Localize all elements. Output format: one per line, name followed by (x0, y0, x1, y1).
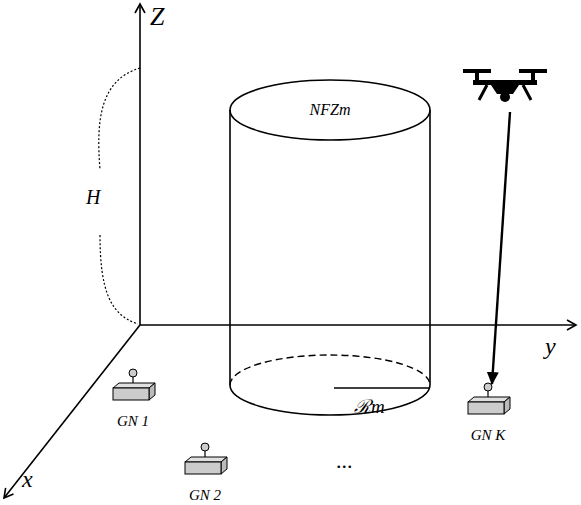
zone-name: NFZm (310, 101, 351, 119)
ground-node-icon (108, 368, 158, 408)
node-label: GN 1 (117, 413, 149, 430)
axis-label: y (545, 333, 556, 360)
no-fly-zone-cylinder: NFZmℛm (228, 78, 432, 418)
axis-label: Z (150, 2, 164, 32)
node-label: GN 2 (189, 487, 221, 504)
ground-node-icon (180, 442, 230, 482)
ground-node: GN 2 (180, 442, 230, 504)
uav-link-arrow (492, 112, 510, 384)
radius-label: ℛm (354, 393, 385, 419)
ground-node: GN K (463, 382, 513, 444)
axis-label: x (22, 466, 33, 493)
ground-node-icon (463, 382, 513, 422)
ground-node: GN 1 (108, 368, 158, 430)
ellipsis: ... (336, 448, 353, 474)
uav-drone (463, 69, 547, 102)
height-bracket (99, 68, 140, 324)
height-label: H (86, 186, 100, 209)
cylinder-outline (228, 78, 432, 418)
z-axis (139, 4, 141, 325)
y-axis (140, 324, 576, 326)
node-label: GN K (471, 427, 506, 444)
x-axis (4, 325, 140, 498)
